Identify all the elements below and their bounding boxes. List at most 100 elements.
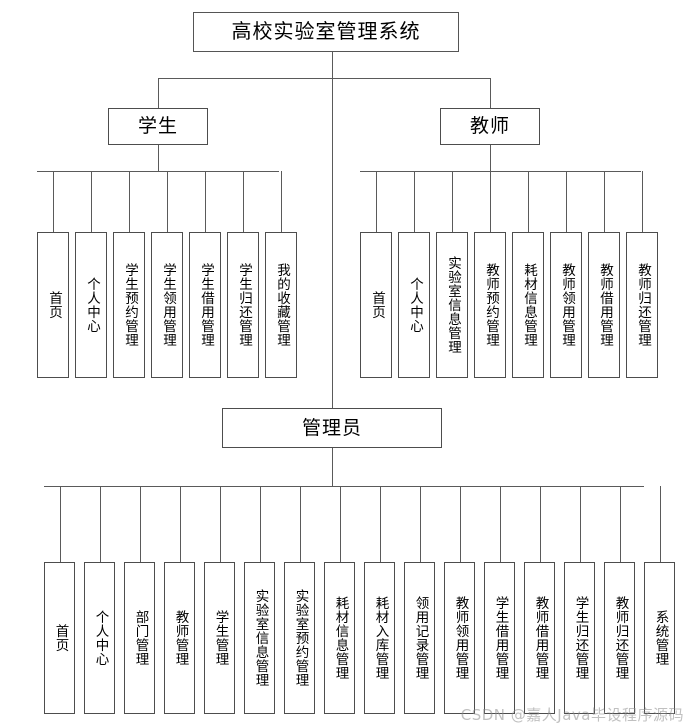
node-label: 高校实验室管理系统	[231, 19, 421, 44]
node-label: 学生管理	[212, 610, 229, 666]
node-leaf-admin-15: 系统管理	[644, 562, 675, 714]
node-label: 个人中心	[83, 277, 100, 333]
node-leaf-admin-9: 领用记录管理	[404, 562, 435, 714]
connector-drop-admin-7	[340, 486, 341, 562]
connector-admin-stem	[332, 448, 333, 486]
connector-drop-admin-9	[420, 486, 421, 562]
node-leaf-teacher-3: 教师预约管理	[474, 232, 506, 378]
connector-drop-teacher-6	[604, 171, 605, 232]
node-label: 部门管理	[132, 610, 149, 666]
node-label: 首页	[368, 291, 385, 319]
node-label: 首页	[52, 624, 69, 652]
connector-student-stem	[158, 145, 159, 171]
connector-drop-teacher-3	[490, 171, 491, 232]
connector-teacher-bus	[360, 171, 641, 172]
connector-drop-admin	[332, 78, 333, 408]
node-leaf-admin-0: 首页	[44, 562, 75, 714]
node-label: 耗材入库管理	[372, 596, 389, 680]
connector-drop-admin-8	[380, 486, 381, 562]
node-label: 耗材信息管理	[332, 596, 349, 680]
connector-drop-admin-13	[580, 486, 581, 562]
connector-drop-student-3	[167, 171, 168, 232]
connector-admin-bus	[44, 486, 644, 487]
connector-drop-student-6	[281, 171, 282, 232]
connector-level1-bus	[158, 78, 491, 79]
node-leaf-teacher-1: 个人中心	[398, 232, 430, 378]
node-leaf-teacher-7: 教师归还管理	[626, 232, 658, 378]
node-role-admin: 管理员	[222, 408, 442, 448]
node-leaf-student-2: 学生预约管理	[113, 232, 145, 378]
node-leaf-admin-8: 耗材入库管理	[364, 562, 395, 714]
node-label: 教师借用管理	[532, 596, 549, 680]
connector-drop-admin-5	[260, 486, 261, 562]
node-label: 学生领用管理	[159, 263, 176, 347]
connector-drop-student-5	[243, 171, 244, 232]
connector-drop-student	[158, 78, 159, 108]
node-leaf-admin-11: 学生借用管理	[484, 562, 515, 714]
connector-drop-admin-3	[180, 486, 181, 562]
node-label: 个人中心	[406, 277, 423, 333]
node-label: 教师领用管理	[558, 263, 575, 347]
connector-drop-student-0	[53, 171, 54, 232]
node-label: 实验室信息管理	[252, 589, 269, 687]
node-label: 教师归还管理	[612, 596, 629, 680]
node-label: 管理员	[301, 416, 362, 439]
node-leaf-admin-4: 学生管理	[204, 562, 235, 714]
node-leaf-admin-10: 教师领用管理	[444, 562, 475, 714]
connector-drop-student-2	[129, 171, 130, 232]
connector-drop-admin-15	[660, 486, 661, 562]
node-label: 首页	[45, 291, 62, 319]
connector-drop-admin-0	[60, 486, 61, 562]
connector-drop-student-1	[91, 171, 92, 232]
connector-drop-admin-11	[500, 486, 501, 562]
connector-drop-admin-12	[540, 486, 541, 562]
node-label: 我的收藏管理	[273, 263, 290, 347]
connector-drop-admin-2	[140, 486, 141, 562]
node-label: 学生归还管理	[235, 263, 252, 347]
node-leaf-admin-3: 教师管理	[164, 562, 195, 714]
connector-root-stem	[332, 52, 333, 78]
node-label: 领用记录管理	[412, 596, 429, 680]
node-role-teacher: 教师	[440, 108, 540, 145]
node-leaf-admin-13: 学生归还管理	[564, 562, 595, 714]
node-label: 实验室信息管理	[444, 256, 461, 354]
connector-drop-teacher	[490, 78, 491, 108]
node-leaf-student-6: 我的收藏管理	[265, 232, 297, 378]
node-label: 教师归还管理	[634, 263, 651, 347]
connector-drop-student-4	[205, 171, 206, 232]
connector-drop-teacher-4	[528, 171, 529, 232]
node-leaf-teacher-5: 教师领用管理	[550, 232, 582, 378]
node-leaf-teacher-6: 教师借用管理	[588, 232, 620, 378]
connector-drop-teacher-5	[566, 171, 567, 232]
node-leaf-admin-5: 实验室信息管理	[244, 562, 275, 714]
node-label: 学生归还管理	[572, 596, 589, 680]
node-label: 教师领用管理	[452, 596, 469, 680]
connector-drop-teacher-2	[452, 171, 453, 232]
node-label: 教师借用管理	[596, 263, 613, 347]
connector-drop-teacher-7	[642, 171, 643, 232]
node-leaf-student-1: 个人中心	[75, 232, 107, 378]
node-leaf-admin-1: 个人中心	[84, 562, 115, 714]
connector-student-bus	[37, 171, 279, 172]
node-label: 教师管理	[172, 610, 189, 666]
connector-drop-admin-14	[620, 486, 621, 562]
node-label: 教师预约管理	[482, 263, 499, 347]
node-label: 耗材信息管理	[520, 263, 537, 347]
node-label: 学生借用管理	[197, 263, 214, 347]
node-role-student: 学生	[108, 108, 208, 145]
node-leaf-student-4: 学生借用管理	[189, 232, 221, 378]
node-label: 实验室预约管理	[292, 589, 309, 687]
node-leaf-teacher-2: 实验室信息管理	[436, 232, 468, 378]
node-root-system: 高校实验室管理系统	[193, 12, 459, 52]
node-leaf-teacher-4: 耗材信息管理	[512, 232, 544, 378]
node-leaf-admin-12: 教师借用管理	[524, 562, 555, 714]
node-label: 教师	[469, 115, 510, 138]
node-leaf-student-5: 学生归还管理	[227, 232, 259, 378]
connector-drop-admin-10	[460, 486, 461, 562]
node-label: 学生	[137, 115, 178, 138]
node-leaf-admin-7: 耗材信息管理	[324, 562, 355, 714]
connector-drop-admin-6	[300, 486, 301, 562]
connector-drop-admin-4	[220, 486, 221, 562]
connector-teacher-stem	[490, 145, 491, 171]
